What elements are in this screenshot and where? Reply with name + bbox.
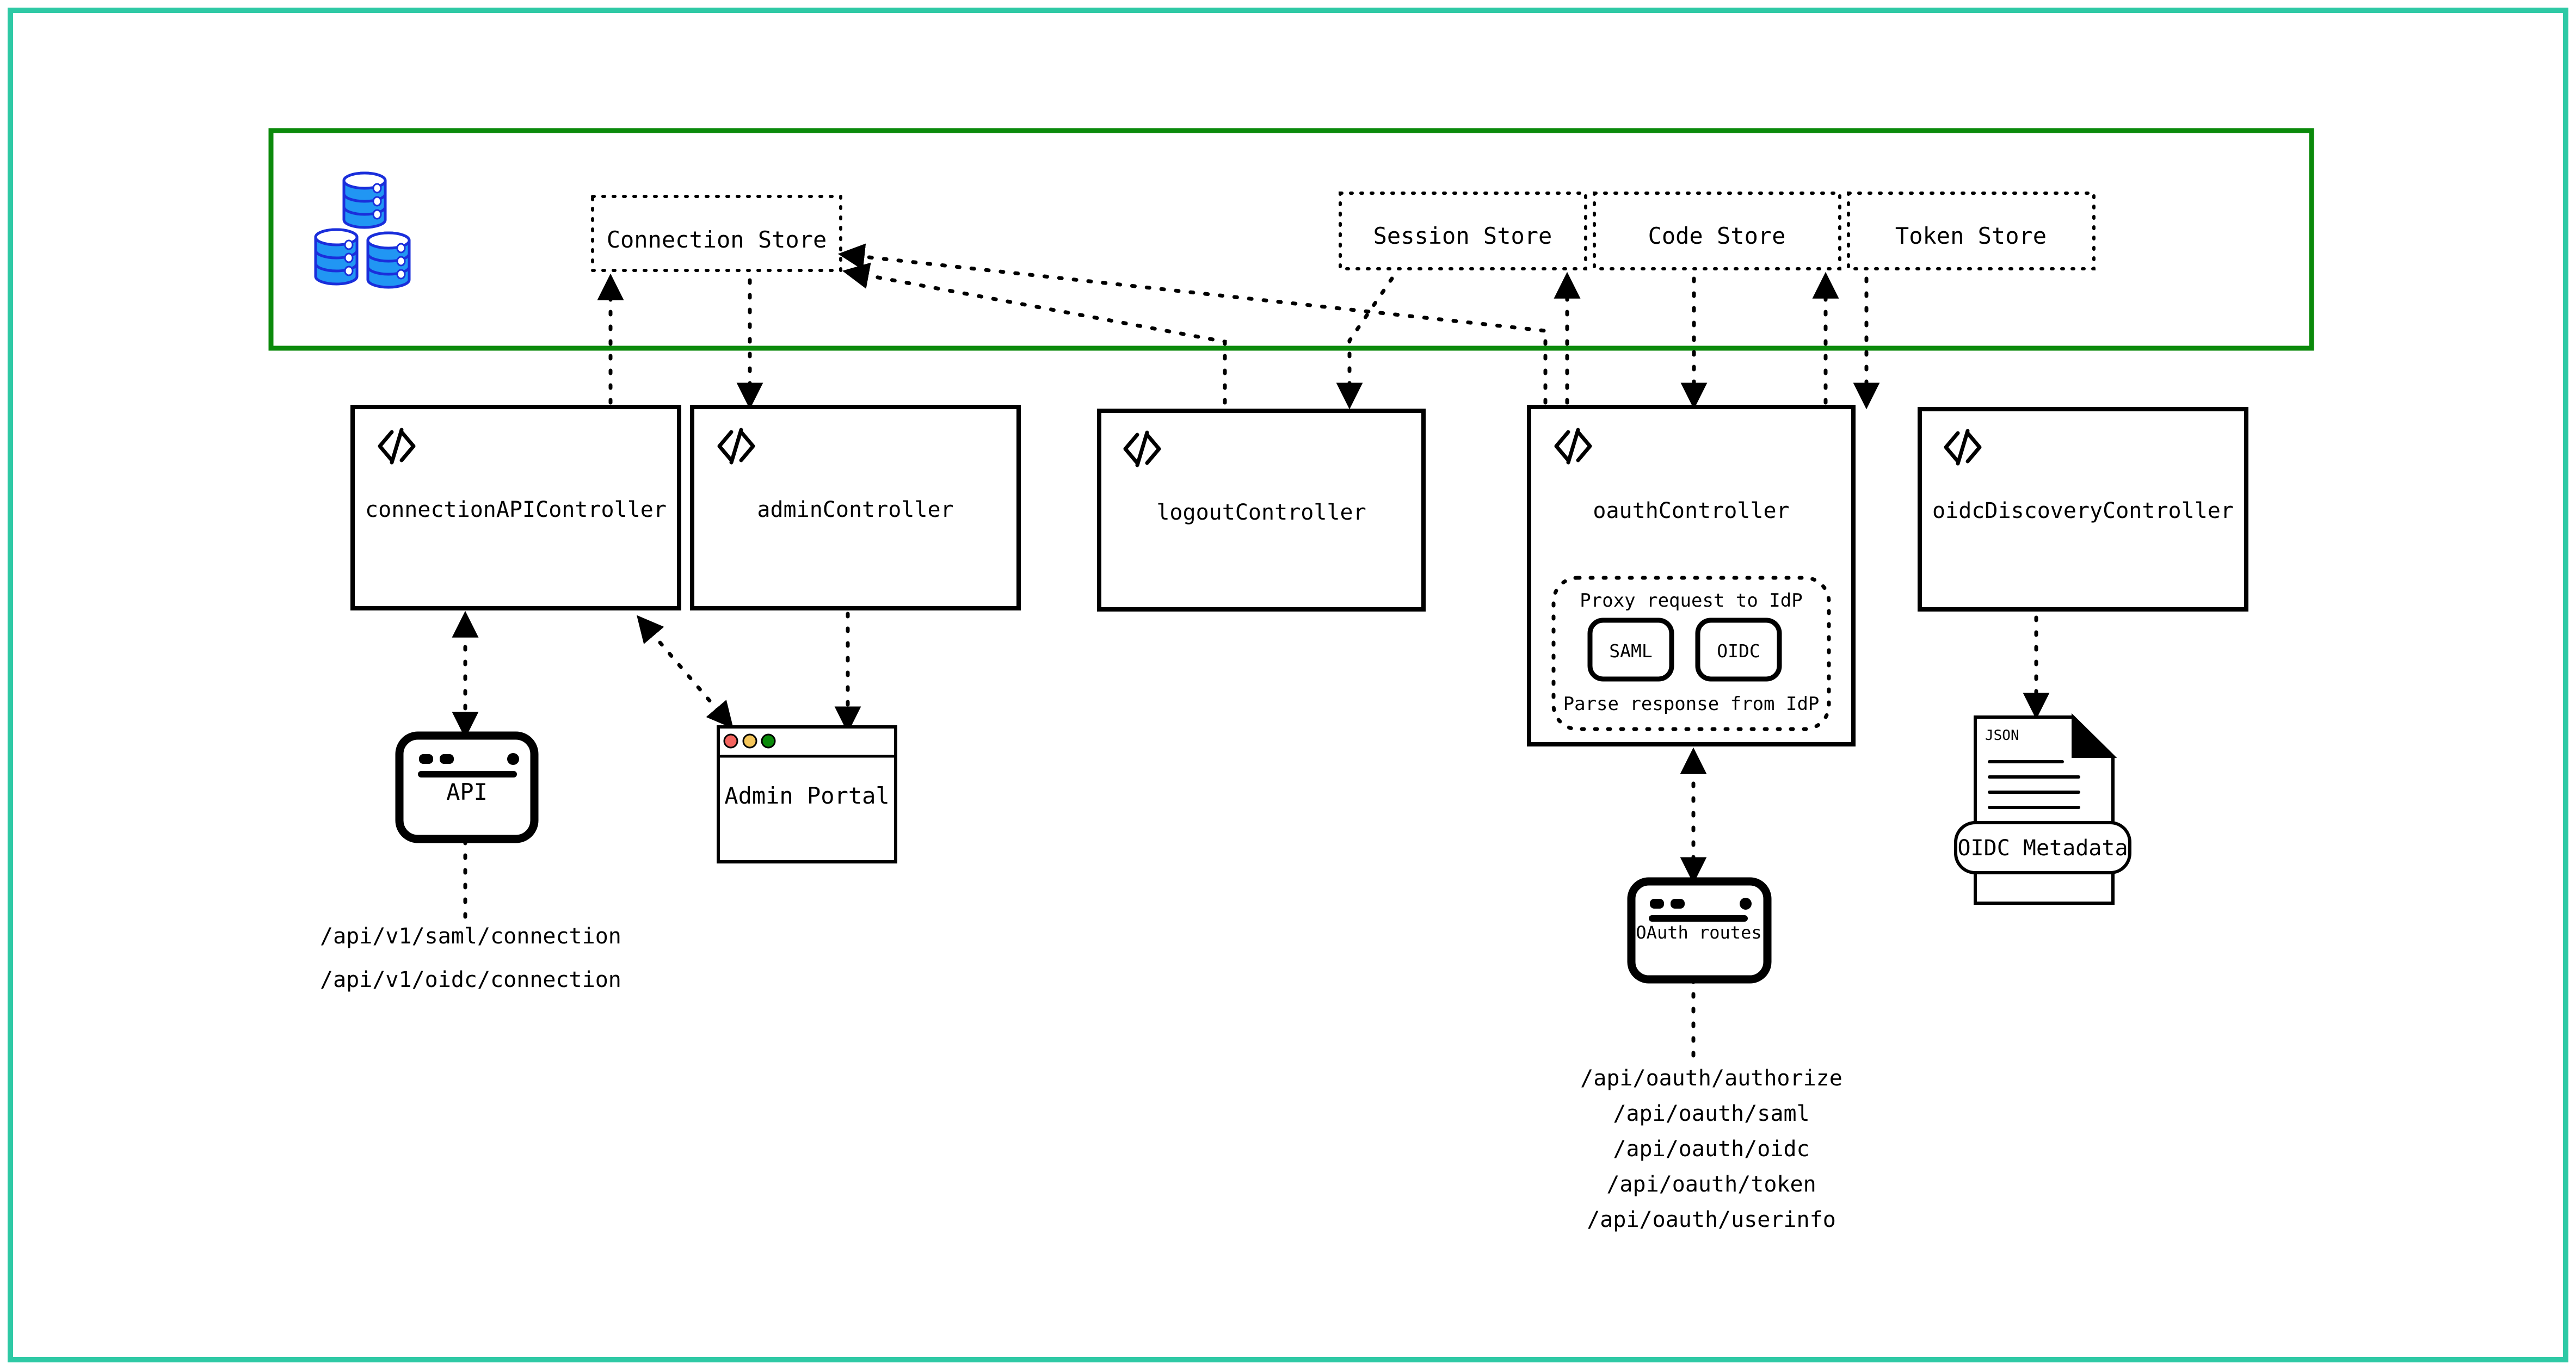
connector-oauth-to-connection-store (837, 243, 1548, 405)
oauth-endpoint-token: /api/oauth/token (1606, 1172, 1816, 1197)
store-group-border (268, 128, 2314, 351)
doc-type-label: JSON (1985, 727, 2019, 744)
oauth-endpoint-userinfo: /api/oauth/userinfo (1587, 1207, 1836, 1232)
oauth-routes-window[interactable]: OAuth routes (1627, 877, 1772, 984)
parse-response-label: Parse response from IdP (1563, 693, 1820, 715)
connection-store-label: Connection Store (607, 226, 827, 253)
code-store[interactable]: Code Store (1593, 192, 1841, 270)
session-store-label: Session Store (1373, 223, 1552, 249)
oidc-discovery-controller[interactable]: oidcDiscoveryController (1918, 407, 2248, 612)
oidc-metadata-label: OIDC Metadata (1957, 836, 2128, 861)
connector-admin-to-portal (637, 615, 734, 729)
code-tag-icon (1944, 429, 1982, 466)
oidc-metadata-doc[interactable]: JSON OIDC Metadata (1954, 713, 2131, 905)
oauth-routes-label: OAuth routes (1636, 922, 1761, 943)
api-endpoint-oidc: /api/v1/oidc/connection (320, 967, 621, 992)
admin-controller[interactable]: adminController (690, 405, 1021, 610)
connection-api-controller-label: connectionAPIController (365, 497, 667, 522)
token-store-label: Token Store (1895, 223, 2047, 249)
code-store-label: Code Store (1648, 223, 1786, 249)
code-tag-icon (1554, 428, 1592, 465)
database-cylinders-icon (314, 171, 411, 289)
oauth-controller[interactable]: oauthController Proxy request to IdP SAM… (1527, 405, 1856, 746)
oidc-discovery-controller-label: oidcDiscoveryController (1932, 498, 2234, 523)
connector-session-store-to-logout (1336, 276, 1394, 410)
code-tag-icon (717, 428, 755, 465)
code-tag-icon (1123, 430, 1161, 467)
admin-portal-label: Admin Portal (724, 782, 889, 809)
oauth-endpoint-saml: /api/oauth/saml (1613, 1101, 1809, 1126)
saml-protocol-button[interactable]: SAML (1587, 618, 1674, 682)
admin-portal-window[interactable]: Admin Portal (717, 725, 897, 863)
session-store[interactable]: Session Store (1339, 192, 1587, 270)
admin-controller-label: adminController (757, 497, 953, 522)
traffic-light-green (761, 733, 776, 749)
oauth-idp-proxy-group: Proxy request to IdP SAML OIDC Parse res… (1551, 576, 1831, 731)
oidc-protocol-button[interactable]: OIDC (1695, 618, 1782, 682)
code-tag-icon (378, 428, 416, 465)
saml-label: SAML (1609, 640, 1652, 662)
oauth-endpoint-oidc: /api/oauth/oidc (1613, 1137, 1809, 1162)
oauth-controller-label: oauthController (1593, 498, 1789, 523)
api-endpoint-saml: /api/v1/saml/connection (320, 924, 621, 949)
logout-controller-label: logoutController (1156, 500, 1366, 525)
api-window[interactable]: API (395, 731, 539, 843)
proxy-request-label: Proxy request to IdP (1580, 590, 1802, 612)
token-store[interactable]: Token Store (1847, 192, 2096, 270)
oauth-endpoint-authorize: /api/oauth/authorize (1580, 1066, 1842, 1091)
connector-logout-to-connection-store (842, 262, 1227, 405)
connection-api-controller[interactable]: connectionAPIController (350, 405, 681, 610)
traffic-light-red (723, 733, 738, 749)
api-label: API (446, 779, 488, 805)
oidc-label: OIDC (1717, 640, 1760, 662)
logout-controller[interactable]: logoutController (1097, 409, 1426, 612)
connection-store[interactable]: Connection Store (591, 195, 842, 272)
traffic-light-yellow (742, 733, 757, 749)
outer-frame-border (8, 8, 2568, 1362)
